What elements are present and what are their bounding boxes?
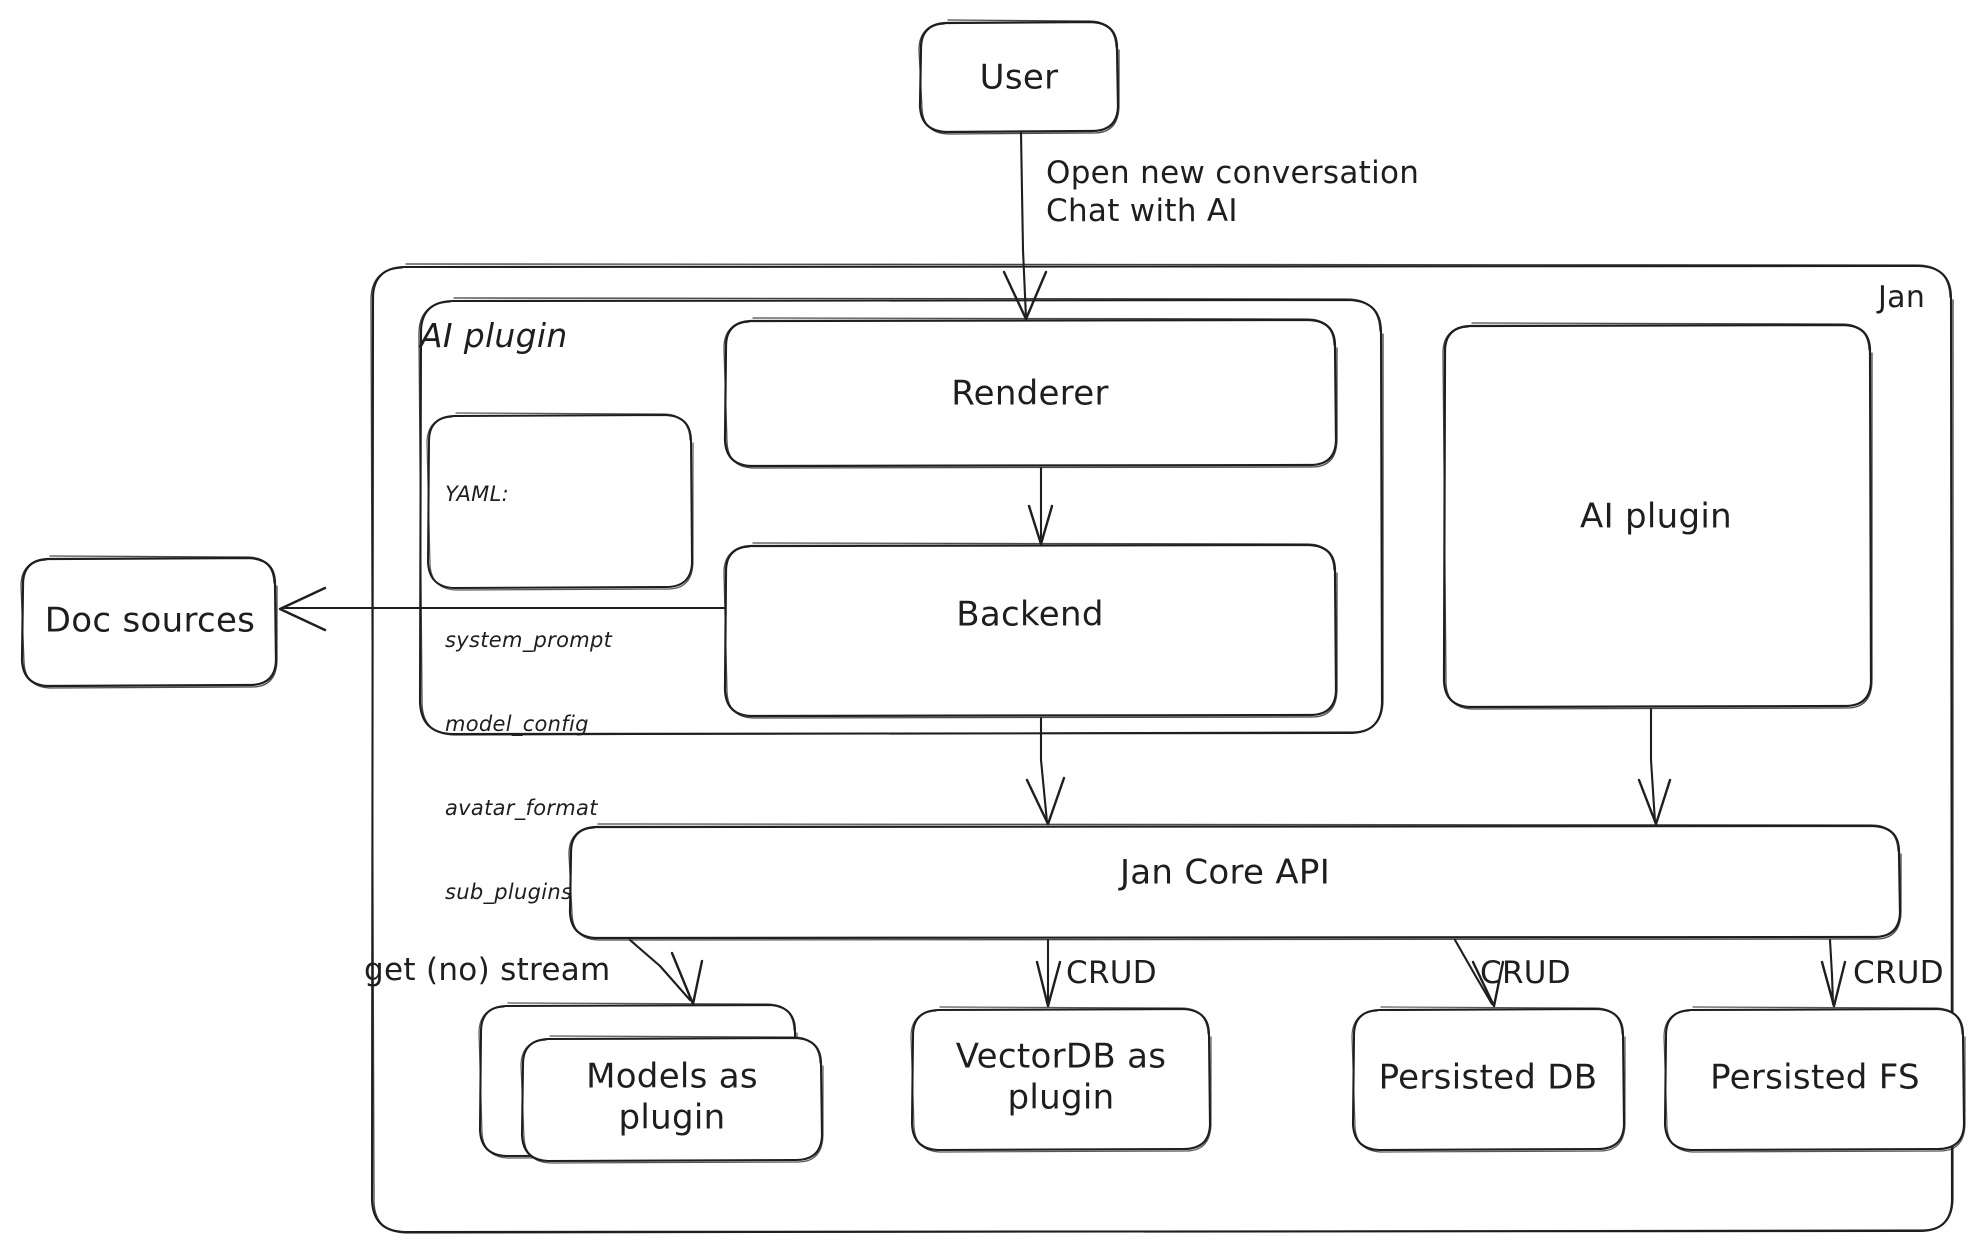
edge-backend-to-doc-sources — [278, 586, 726, 632]
edge-user-to-renderer — [1002, 131, 1048, 321]
edge-ai-plugin-to-core-api — [1637, 707, 1672, 826]
edge-core-api-to-persisted-db-label: CRUD — [1480, 955, 1571, 991]
yaml-note-block: YAML: system_prompt model_config avatar_… — [445, 425, 612, 963]
edge-core-api-to-persisted-fs-label: CRUD — [1853, 955, 1944, 991]
node-persisted-fs[interactable] — [1663, 1006, 1966, 1153]
container-jan-label: Jan — [1878, 280, 1926, 315]
edge-core-api-to-models-label: get (no) stream — [364, 952, 611, 988]
edge-core-api-to-persisted-db — [1453, 938, 1505, 1008]
yaml-note-key-1: model_config — [445, 712, 589, 737]
yaml-note-key-3: sub_plugins — [445, 879, 573, 904]
node-renderer[interactable] — [723, 317, 1338, 469]
edge-backend-to-core-api — [1025, 716, 1066, 826]
edge-core-api-to-persisted-fs — [1820, 938, 1847, 1008]
yaml-note-header: YAML: — [445, 481, 509, 506]
yaml-note-spacer — [445, 565, 612, 572]
node-backend[interactable] — [723, 542, 1338, 719]
container-ai-plugin-group-label: AI plugin — [420, 316, 568, 355]
edge-renderer-to-backend — [1027, 466, 1054, 546]
node-vectordb-as-plugin-label: VectorDB as plugin — [955, 1036, 1167, 1118]
edge-core-api-to-vectordb-label: CRUD — [1066, 955, 1157, 991]
node-models-as-plugin[interactable] — [520, 1035, 824, 1164]
yaml-note-key-2: avatar_format — [445, 795, 598, 820]
node-user[interactable] — [918, 19, 1120, 135]
node-renderer-label: Renderer — [951, 373, 1109, 414]
node-jan-core-api-label: Jan Core API — [1119, 852, 1331, 893]
node-ai-plugin-label: AI plugin — [1580, 496, 1732, 537]
edge-core-api-to-vectordb — [1035, 938, 1062, 1008]
node-vectordb-as-plugin[interactable] — [910, 1006, 1212, 1153]
node-yaml-note — [426, 412, 694, 591]
node-backend-label: Backend — [956, 594, 1104, 635]
node-user-label: User — [979, 57, 1059, 98]
node-persisted-db-label: Persisted DB — [1378, 1057, 1598, 1098]
node-jan-core-api[interactable] — [568, 823, 1902, 941]
edge-core-api-to-models — [628, 938, 704, 1006]
node-doc-sources[interactable] — [20, 555, 278, 689]
edge-user-to-renderer-label: Open new conversation Chat with AI — [1046, 155, 1420, 229]
node-persisted-fs-label: Persisted FS — [1710, 1057, 1920, 1098]
yaml-note-key-0: system_prompt — [445, 628, 613, 653]
node-ai-plugin[interactable] — [1442, 322, 1873, 710]
node-doc-sources-label: Doc sources — [44, 600, 256, 641]
node-persisted-db[interactable] — [1351, 1006, 1626, 1153]
node-models-as-plugin-label: Models as plugin — [586, 1056, 758, 1138]
